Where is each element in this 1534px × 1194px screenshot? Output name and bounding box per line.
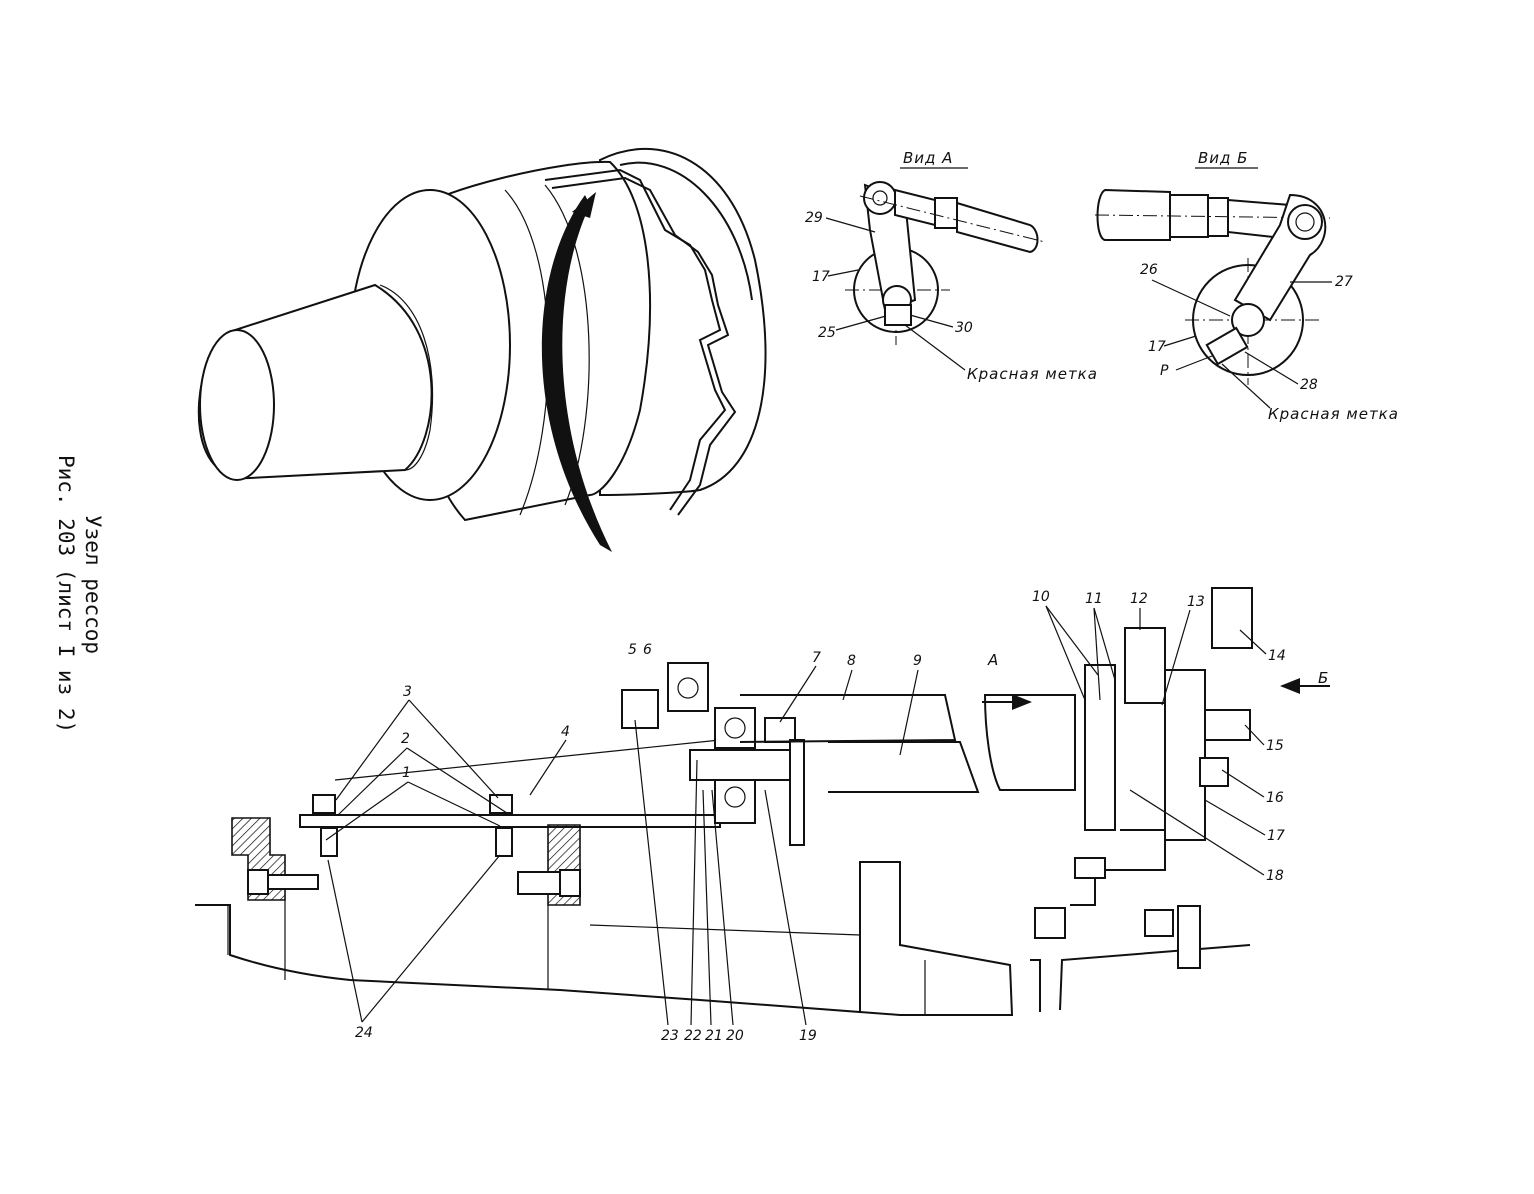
bearing-assembly xyxy=(621,662,805,846)
view-a: Вид А Красная метка 29 17 25 30 xyxy=(805,149,1098,383)
callout-12: 12 xyxy=(1130,591,1148,607)
view-a-mark-label: Красная метка xyxy=(967,365,1098,383)
callout-2: 2 xyxy=(401,731,410,747)
callout-6: 6 xyxy=(643,642,652,658)
callout-16: 16 xyxy=(1266,790,1284,806)
callout-10: 10 xyxy=(1032,589,1050,605)
view-b-callout-28: 28 xyxy=(1300,377,1318,393)
view-a-callout-29: 29 xyxy=(805,210,823,226)
callout-19: 19 xyxy=(799,1028,817,1044)
callout-11: 11 xyxy=(1085,591,1103,607)
callout-22: 22 xyxy=(684,1028,702,1044)
bolt-group-left xyxy=(247,794,581,897)
callout-15: 15 xyxy=(1266,738,1284,754)
view-b-callout-27: 27 xyxy=(1335,274,1353,290)
callout-8: 8 xyxy=(847,653,856,669)
direction-b-label: Б xyxy=(1318,669,1329,687)
view-b: Вид Б 26 27 17 P 28 Красная метка xyxy=(1094,149,1399,423)
callout-9: 9 xyxy=(913,653,922,669)
callout-3: 3 xyxy=(403,684,412,700)
callout-4: 4 xyxy=(561,724,570,740)
view-a-title: Вид А xyxy=(903,149,953,167)
engine-isometric-view xyxy=(197,147,767,552)
direction-a-label: А xyxy=(987,651,999,669)
view-b-title: Вид Б xyxy=(1198,149,1248,167)
callout-24: 24 xyxy=(355,1025,373,1041)
figure-title-caption: Узел рессор xyxy=(81,515,105,655)
callout-21: 21 xyxy=(705,1028,723,1044)
view-b-mark-label: Красная метка xyxy=(1268,405,1399,423)
callout-7: 7 xyxy=(812,650,821,666)
callout-1: 1 xyxy=(402,765,411,781)
view-b-callout-17: 17 xyxy=(1148,339,1166,355)
view-a-callout-30: 30 xyxy=(955,320,973,336)
view-a-callout-25: 25 xyxy=(818,325,836,341)
view-b-callout-26: 26 xyxy=(1140,262,1158,278)
callout-20: 20 xyxy=(726,1028,744,1044)
right-assembly xyxy=(1034,587,1253,969)
callout-23: 23 xyxy=(661,1028,679,1044)
figure-number-caption: Рис. 203 (лист I из 2) xyxy=(54,455,78,734)
callout-13: 13 xyxy=(1187,594,1205,610)
callout-17: 17 xyxy=(1267,828,1285,844)
callout-18: 18 xyxy=(1266,868,1284,884)
callout-14: 14 xyxy=(1268,648,1286,664)
main-section-view: А Б 1 2 3 4 5 6 7 8 9 10 11 12 13 14 15 xyxy=(195,587,1330,1044)
callout-5: 5 xyxy=(628,642,637,658)
view-b-callout-p: P xyxy=(1160,363,1169,379)
view-a-callout-17: 17 xyxy=(812,269,830,285)
